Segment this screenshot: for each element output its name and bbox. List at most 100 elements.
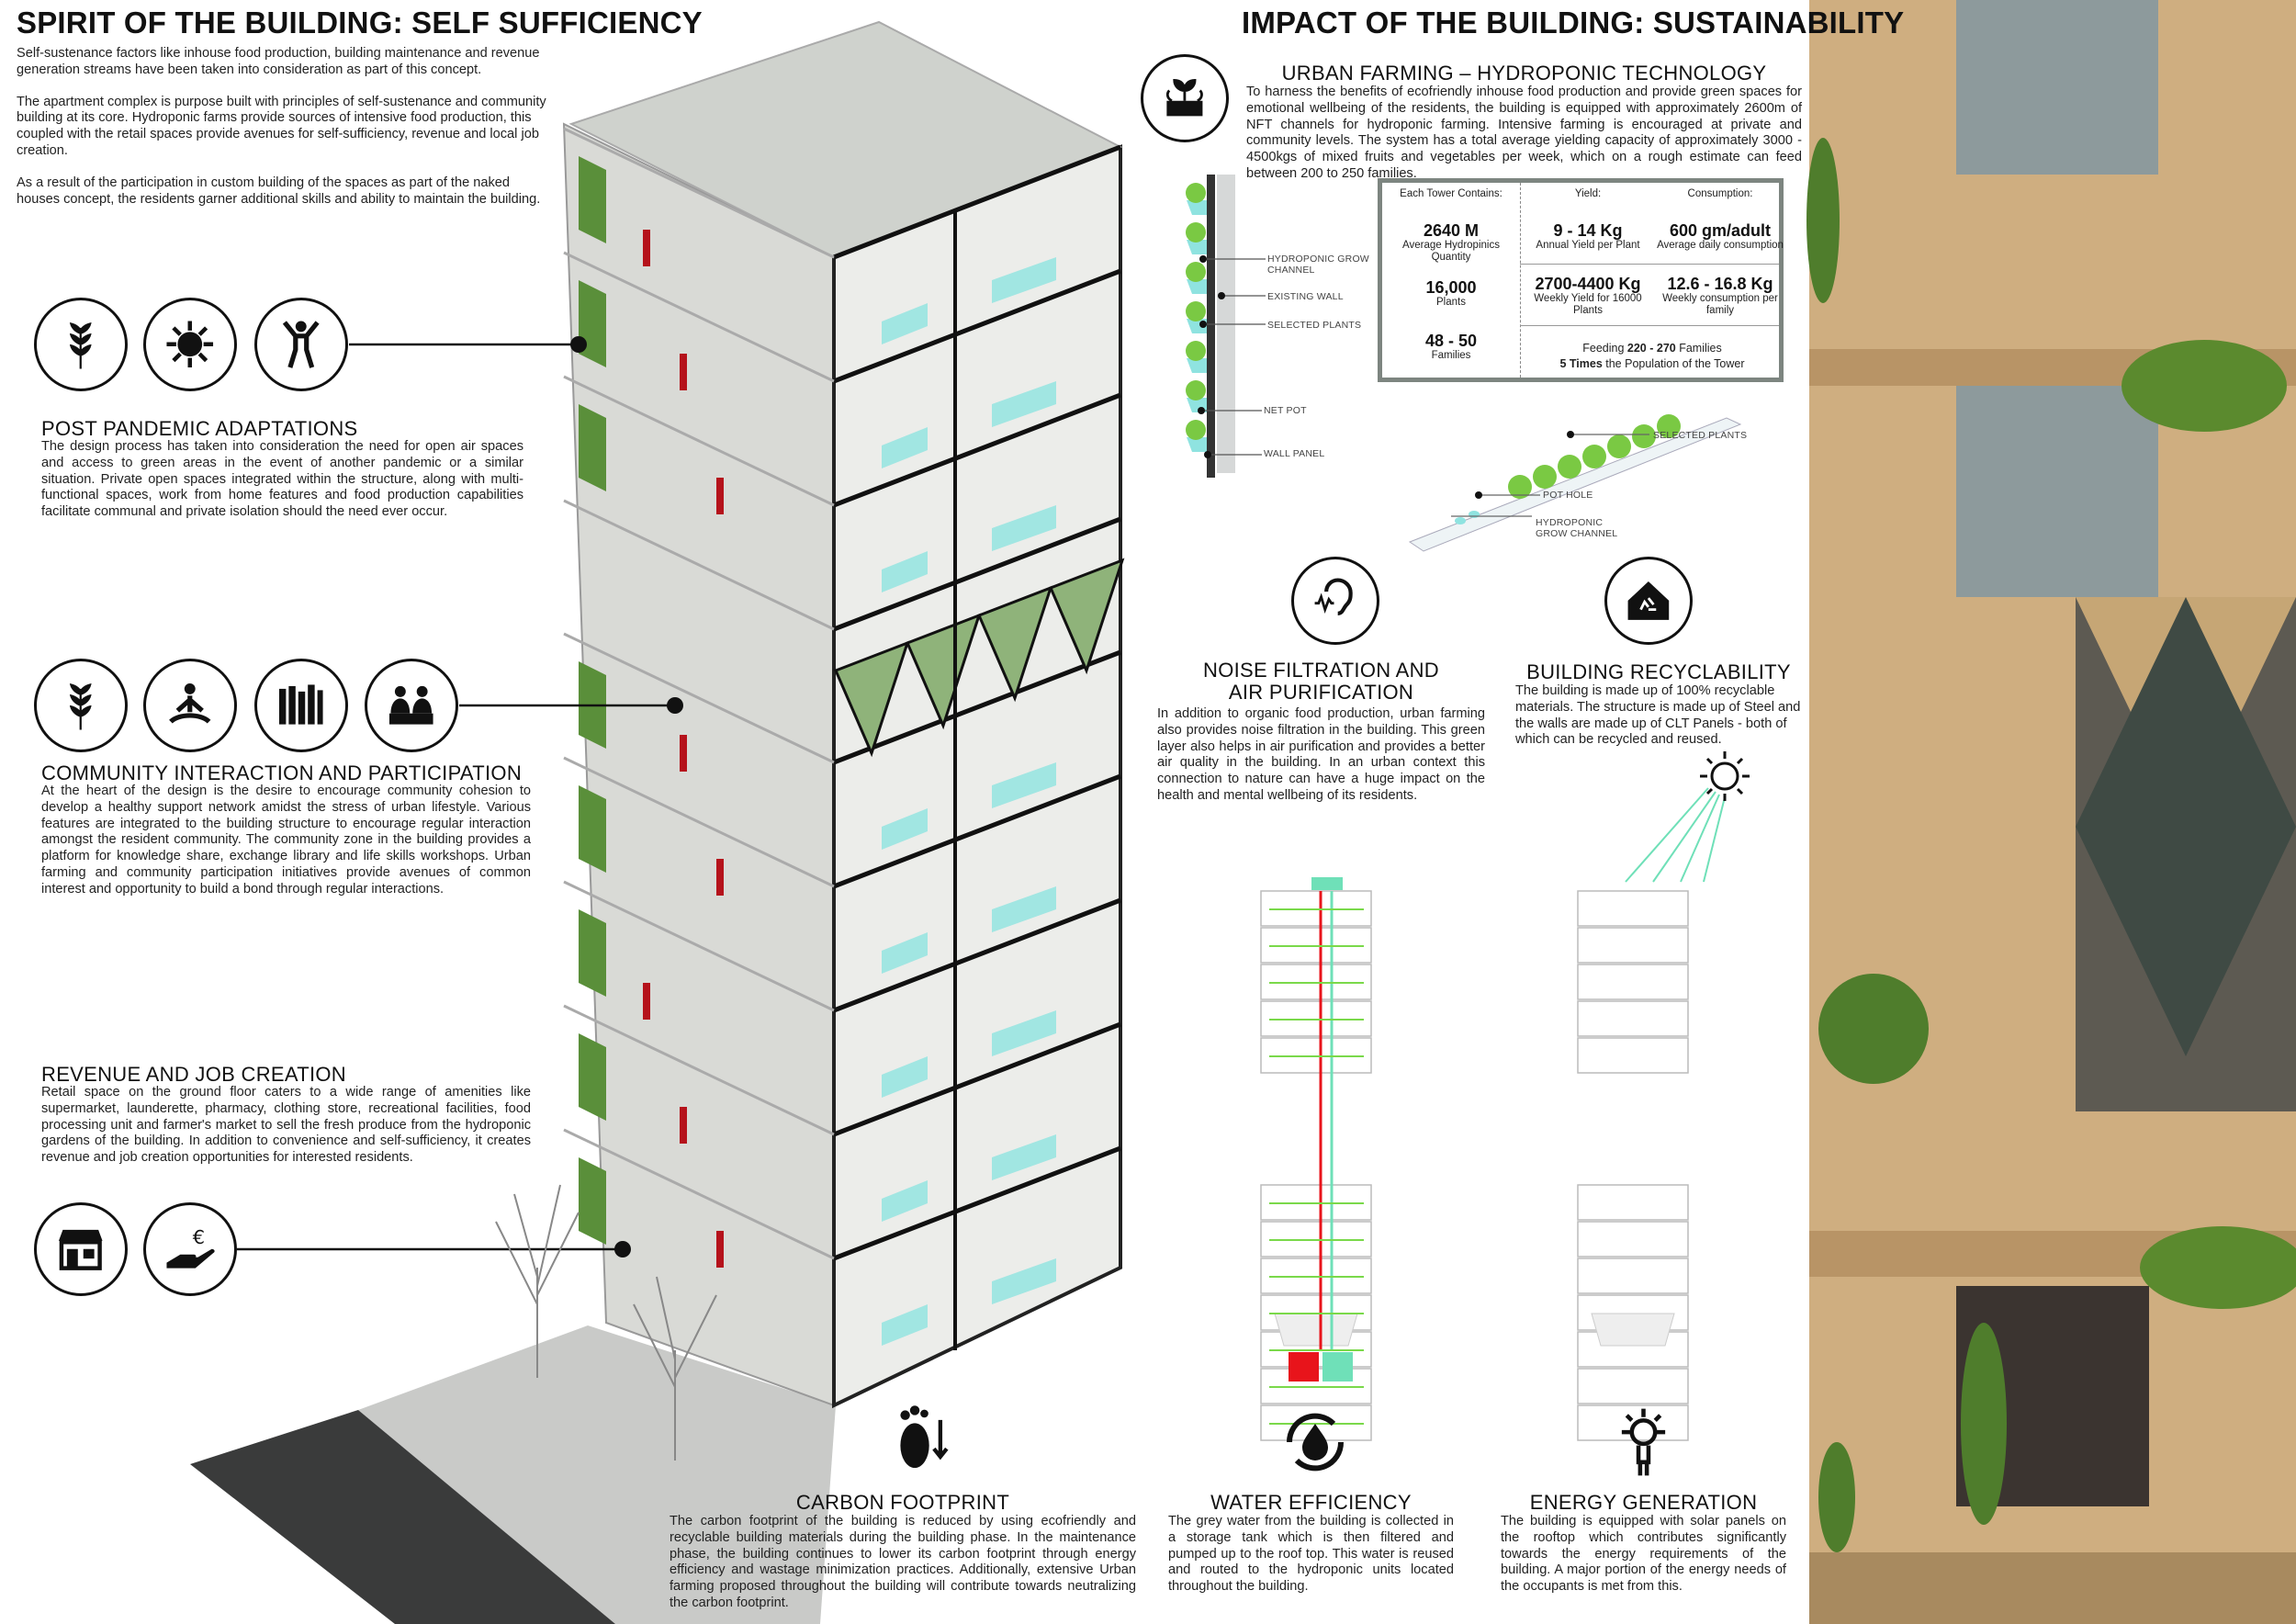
floor-unit <box>1577 1000 1689 1037</box>
floor-unit <box>1260 890 1372 927</box>
green-wall <box>579 1157 606 1245</box>
plant <box>1607 434 1631 458</box>
cell-label: Average Hydropinics Quantity <box>1402 240 1500 263</box>
wall-label: EXISTING WALL <box>1267 291 1344 302</box>
facade-render-photo <box>1806 0 2296 1624</box>
tower-base <box>1591 1313 1675 1347</box>
meeting-icon <box>365 659 458 752</box>
connector-dot <box>667 697 683 714</box>
sun-rays <box>1625 787 1726 883</box>
intro-paragraph: As a result of the participation in cust… <box>17 175 541 207</box>
sun-icon <box>1700 751 1750 801</box>
euro-hand-icon: € <box>143 1202 237 1296</box>
floor-edge <box>563 251 835 383</box>
bed <box>992 257 1056 303</box>
plant <box>1186 262 1206 282</box>
section-body: At the heart of the design is the desire… <box>41 784 531 897</box>
person-figure <box>680 354 687 390</box>
connector-dot <box>614 1241 631 1257</box>
green-wall <box>579 909 606 997</box>
floor-unit <box>1577 1037 1689 1074</box>
section-body: The design process has taken into consid… <box>41 439 523 520</box>
heading-line: AIR PURIFICATION <box>1228 681 1414 704</box>
carbon-body: The carbon footprint of the building is … <box>670 1514 1136 1610</box>
text: the Population of the Tower <box>1602 357 1745 370</box>
water-cycle-icon <box>1278 1405 1352 1479</box>
svg-text:€: € <box>193 1226 205 1248</box>
floor-edge <box>563 375 835 507</box>
text-bold: 220 - 270 <box>1626 342 1676 355</box>
floor-edge <box>563 756 835 888</box>
wall-label: SELECTED PLANTS <box>1267 320 1362 331</box>
grow-channel <box>1187 437 1207 452</box>
cell-value: 600 gm/adult <box>1669 221 1772 240</box>
cell-label: Weekly consumption per family <box>1662 293 1778 316</box>
wheat-icon <box>34 659 128 752</box>
plant <box>1186 301 1206 321</box>
community-truss <box>906 613 982 730</box>
pot-hole <box>1455 517 1466 524</box>
floor-edge <box>563 880 835 1012</box>
text: Feeding <box>1582 342 1627 355</box>
person-figure <box>680 1107 687 1144</box>
floor-edge <box>563 1004 835 1136</box>
roof-tank <box>1311 877 1343 890</box>
floor-unit <box>1577 964 1689 1000</box>
community-truss <box>834 640 910 758</box>
floor-unit <box>1260 1037 1372 1074</box>
channel-label: HYDROPONIC GROW CHANNEL <box>1536 517 1618 539</box>
shop-icon <box>34 1202 128 1296</box>
energy-body: The building is equipped with solar pane… <box>1501 1514 1786 1595</box>
bed <box>882 932 928 974</box>
section-heading: COMMUNITY INTERACTION AND PARTICIPATION <box>41 761 523 784</box>
wall-label: WALL PANEL <box>1264 448 1325 459</box>
floor-slab <box>833 1145 1121 1261</box>
bed <box>882 808 928 850</box>
recycle-heading: BUILDING RECYCLABILITY <box>1526 660 1791 683</box>
plant <box>1186 380 1206 400</box>
cell-value: 48 - 50 <box>1424 332 1478 350</box>
connector-dot <box>570 336 587 353</box>
wall-label: HYDROPONIC GROW CHANNEL <box>1267 254 1369 276</box>
right-title: IMPACT OF THE BUILDING: SUSTAINABILITY <box>1242 6 1905 39</box>
plant <box>1632 424 1656 448</box>
community-truss <box>977 585 1053 703</box>
green-wall <box>579 1033 606 1121</box>
cell-label: Plants <box>1436 297 1466 308</box>
bed <box>992 381 1056 427</box>
floor-slab <box>833 649 1121 765</box>
floor-edge <box>563 499 835 631</box>
heading-line: NOISE FILTRATION AND <box>1203 659 1439 682</box>
floor-unit <box>1577 890 1689 927</box>
channel-leader-lines <box>1451 431 1649 517</box>
plant <box>1186 183 1206 203</box>
intro-paragraph: The apartment complex is purpose built w… <box>17 94 546 158</box>
person-figure <box>716 478 724 514</box>
cell-value: 16,000 <box>1425 278 1477 297</box>
floor-slab <box>833 144 1121 260</box>
intro-paragraph: Self-sustenance factors like inhouse foo… <box>17 46 540 77</box>
grow-channel <box>1187 240 1207 254</box>
recycle-house-icon <box>1604 557 1693 645</box>
person-figure <box>716 1231 724 1268</box>
floor-unit <box>1577 927 1689 964</box>
floor-slab <box>833 897 1121 1013</box>
floor-unit <box>1577 1257 1689 1294</box>
bed <box>882 1304 928 1346</box>
channel-label: SELECTED PLANTS <box>1653 430 1748 441</box>
footprint-icon <box>889 1401 953 1474</box>
cell-value: 9 - 14 Kg <box>1553 221 1623 240</box>
table-header: Each Tower Contains: <box>1400 188 1503 199</box>
floor-edge <box>563 127 835 259</box>
wall-label: NET POT <box>1264 405 1307 416</box>
floor-slab <box>833 392 1121 508</box>
floor-unit <box>1260 1000 1372 1037</box>
water-body: The grey water from the building is coll… <box>1168 1514 1454 1595</box>
floor-slab <box>833 1021 1121 1137</box>
sun-icon <box>143 298 237 391</box>
carbon-heading: CARBON FOOTPRINT <box>795 1491 1010 1514</box>
wall-leader-lines <box>1198 255 1266 458</box>
greywater-tank <box>1289 1352 1319 1382</box>
